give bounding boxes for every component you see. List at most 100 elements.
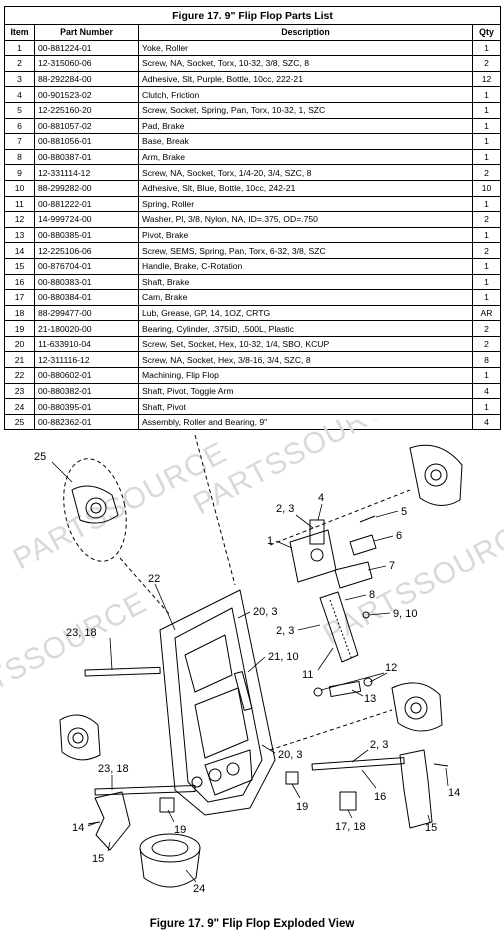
description-cell: Cam, Brake bbox=[138, 289, 473, 306]
qty-cell: 4 bbox=[471, 413, 502, 431]
leader-13 bbox=[351, 689, 364, 697]
leader-4 bbox=[317, 503, 323, 521]
part-number-cell: 00-880385-01 bbox=[34, 226, 139, 244]
frame-outline bbox=[159, 589, 276, 816]
part-number-cell: 00-882362-01 bbox=[34, 413, 139, 431]
item-cell: 1 bbox=[4, 39, 35, 57]
watermark-3: PARTSSOURCE bbox=[318, 511, 504, 651]
brake-handle-right bbox=[399, 749, 433, 829]
item-cell: 24 bbox=[4, 398, 35, 415]
brake-handle-left bbox=[94, 791, 131, 851]
part-number-cell: 00-881056-01 bbox=[34, 133, 139, 150]
item-cell: 20 bbox=[4, 335, 35, 353]
part-number-cell: 12-311116-12 bbox=[34, 351, 139, 369]
part-number-cell: 88-299477-00 bbox=[34, 304, 139, 322]
callout-7: 7 bbox=[389, 560, 395, 572]
description-cell: Handle, Brake, C-Rotation bbox=[138, 257, 473, 275]
yoke-bore bbox=[310, 548, 324, 562]
bearing-19-left bbox=[159, 797, 175, 813]
qty-cell: 1 bbox=[471, 117, 502, 135]
pivot-shaft-lower bbox=[94, 785, 196, 796]
part-number-cell: 00-880395-01 bbox=[34, 398, 139, 415]
item-cell: 18 bbox=[4, 304, 35, 322]
leader-16 bbox=[361, 769, 377, 789]
callout-8: 8 bbox=[369, 589, 375, 601]
callout-14-left: 14 bbox=[72, 822, 84, 834]
description-cell: Screw, NA, Socket, Torx, 10-32, 3/8, SZC… bbox=[138, 55, 473, 72]
header-part-number: Part Number bbox=[34, 24, 139, 41]
qty-cell: 1 bbox=[471, 398, 502, 415]
description-cell: Pivot, Brake bbox=[138, 226, 473, 244]
brake-base bbox=[334, 561, 373, 589]
parts-list-table: Figure 17. 9" Flip Flop Parts List Item … bbox=[3, 6, 502, 431]
qty-cell: 1 bbox=[471, 195, 502, 213]
part-number-cell: 00-881224-01 bbox=[34, 39, 139, 57]
roller-top-right bbox=[409, 444, 463, 506]
item-cell: 21 bbox=[4, 351, 35, 369]
qty-cell: 8 bbox=[471, 351, 502, 369]
part-number-cell: 00-880382-01 bbox=[34, 382, 139, 400]
callout-1: 1 bbox=[267, 535, 273, 547]
description-cell: Screw, Socket, Spring, Pan, Torx, 10-32,… bbox=[138, 101, 473, 119]
callout-23-18-lower: 23, 18 bbox=[98, 763, 129, 775]
callout-15-right: 15 bbox=[425, 822, 437, 834]
roller-spring bbox=[329, 599, 353, 661]
callout-11: 11 bbox=[302, 669, 313, 681]
callout-9-10: 9, 10 bbox=[393, 608, 417, 620]
qty-cell: 10 bbox=[471, 179, 502, 197]
qty-cell: 1 bbox=[471, 226, 502, 244]
leader-15-left bbox=[107, 841, 111, 852]
leader-6 bbox=[373, 535, 394, 542]
callout-19-right: 19 bbox=[296, 801, 308, 813]
leader-9-10 bbox=[368, 612, 391, 616]
callout-24: 24 bbox=[193, 883, 205, 895]
leader-20-3-top bbox=[237, 611, 251, 619]
description-cell: Screw, NA, Socket, Torx, 1/4-20, 3/4, SZ… bbox=[138, 164, 473, 181]
bearing-19-right bbox=[285, 771, 299, 785]
frame-boss-2 bbox=[226, 762, 240, 776]
part-number-cell: 00-880383-01 bbox=[34, 273, 139, 291]
item-cell: 16 bbox=[4, 273, 35, 291]
header-qty: Qty bbox=[471, 24, 502, 41]
callout-2-3-top: 2, 3 bbox=[276, 503, 294, 515]
qty-cell: 1 bbox=[471, 367, 502, 384]
description-cell: Screw, Set, Socket, Hex, 10-32, 1/4, SBO… bbox=[138, 335, 473, 353]
item-cell: 15 bbox=[4, 257, 35, 275]
leader-21-10 bbox=[247, 656, 266, 673]
part-number-cell: 11-633910-04 bbox=[34, 335, 139, 353]
description-cell: Yoke, Roller bbox=[138, 39, 473, 57]
brake-cam bbox=[339, 791, 357, 811]
screw-21 bbox=[233, 671, 253, 711]
item-cell: 19 bbox=[4, 320, 35, 337]
table-caption-row: Figure 17. 9" Flip Flop Parts List bbox=[3, 6, 502, 25]
leader-1 bbox=[275, 540, 293, 549]
callout-5: 5 bbox=[401, 506, 407, 518]
roller-middle-right bbox=[391, 682, 443, 732]
roller-left bbox=[59, 714, 101, 761]
frame-pocket-bottom bbox=[204, 749, 253, 796]
roller-left-hub bbox=[72, 732, 84, 744]
pivot-shaft-upper bbox=[84, 666, 161, 677]
description-cell: Assembly, Roller and Bearing, 9" bbox=[138, 413, 473, 431]
callout-2-3-bottom: 2, 3 bbox=[370, 739, 388, 751]
leader-15-right bbox=[427, 814, 431, 823]
callout-25: 25 bbox=[34, 451, 46, 463]
leader-12-left bbox=[320, 672, 385, 691]
description-cell: Clutch, Friction bbox=[138, 86, 473, 103]
screw-14-right bbox=[433, 763, 449, 767]
description-cell: Adhesive, Slt, Blue, Bottle, 10cc, 242-2… bbox=[138, 179, 473, 197]
brake-pad bbox=[349, 534, 377, 556]
qty-cell: AR bbox=[471, 304, 502, 322]
